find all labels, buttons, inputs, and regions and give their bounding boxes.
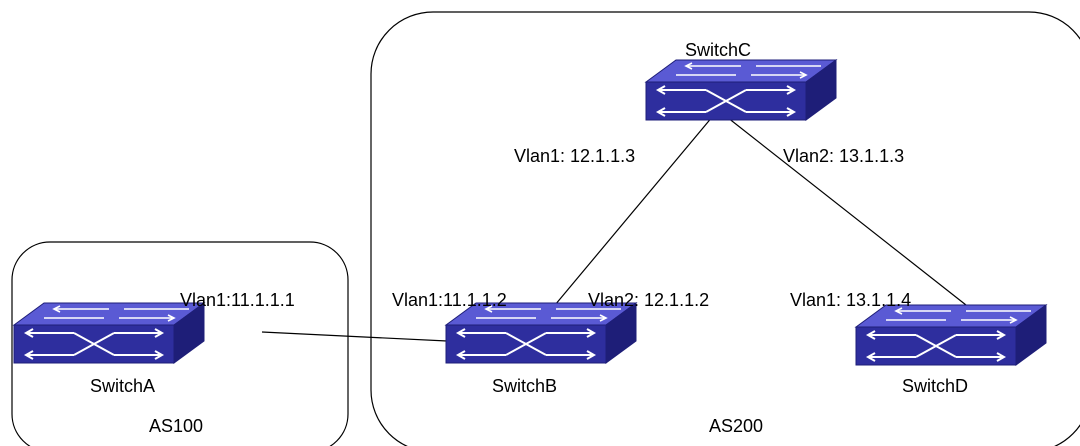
- switch-b-vlan2-label: Vlan2: 12.1.1.2: [588, 290, 709, 310]
- as100-label: AS100: [149, 416, 203, 436]
- switch-c-icon[interactable]: [645, 59, 837, 121]
- switch-b-vlan1-label: Vlan1:11.1.1.2: [392, 290, 507, 310]
- switch-a-label: SwitchA: [90, 376, 155, 396]
- as100-area: [11, 241, 349, 446]
- switch-b-icon[interactable]: [445, 302, 637, 364]
- switch-c-vlan1-label: Vlan1: 12.1.1.3: [514, 146, 635, 166]
- switch-a-icon[interactable]: [13, 302, 205, 364]
- switch-c-label: SwitchC: [685, 40, 751, 60]
- switch-a-vlan1-label: Vlan1:11.1.1.1: [180, 290, 295, 310]
- link-c-d: [717, 109, 967, 306]
- switch-b-label: SwitchB: [492, 376, 557, 396]
- link-b-c: [554, 109, 719, 306]
- link-a-b: [261, 331, 448, 342]
- switch-d-label: SwitchD: [902, 376, 968, 396]
- switch-d-icon[interactable]: [855, 304, 1047, 366]
- switch-c-vlan2-label: Vlan2: 13.1.1.3: [783, 146, 904, 166]
- switch-d-vlan1-label: Vlan1: 13.1.1.4: [790, 290, 911, 310]
- as200-label: AS200: [709, 416, 763, 436]
- as200-area: [370, 11, 1080, 446]
